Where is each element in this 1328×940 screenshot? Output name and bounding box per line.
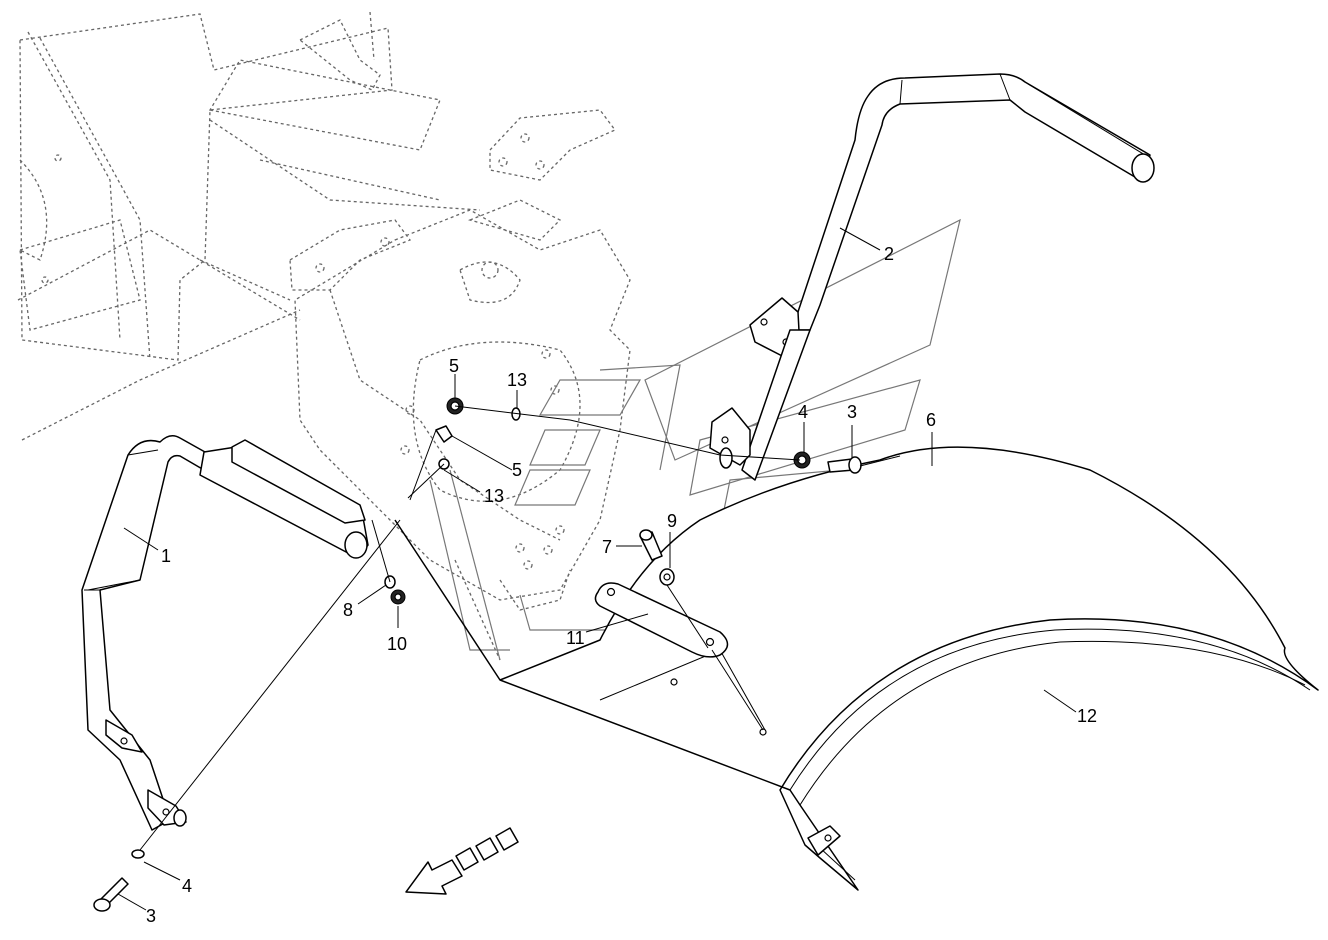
callout-1: 1 [161,546,171,566]
callout-6: 6 [926,410,936,430]
callout-13-lower: 13 [484,486,504,506]
tractor-frame-outline [17,11,631,661]
callout-11: 11 [566,628,585,648]
assembly-lines [139,405,901,851]
handrail-rear [709,73,1155,481]
rear-fender [394,446,1319,891]
callout-labels: 1 2 3 3 4 4 5 5 6 7 8 9 10 11 12 13 13 [146,244,1097,926]
callout-3-right: 3 [847,402,857,422]
callout-10: 10 [387,634,407,654]
callout-4-right: 4 [798,402,808,422]
forward-direction-arrow [405,827,519,895]
callout-7: 7 [602,537,612,557]
callout-leaders [117,227,1077,911]
callout-3-left: 3 [146,906,156,926]
handrail-front [81,435,369,831]
callout-4-left: 4 [182,876,192,896]
support-plate [594,582,729,658]
callout-8: 8 [343,600,353,620]
callout-12: 12 [1077,706,1097,726]
callout-13-top: 13 [507,370,527,390]
callout-5-lower: 5 [512,460,522,480]
callout-2: 2 [884,244,894,264]
callout-5-top: 5 [449,356,459,376]
callout-9: 9 [667,511,677,531]
